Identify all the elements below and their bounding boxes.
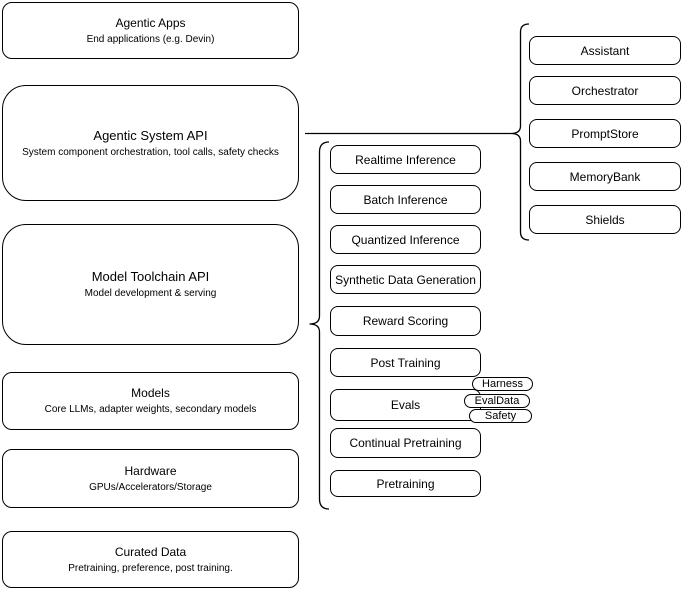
node-title: Model Toolchain API [91, 269, 210, 284]
node-agentic-system-api: Agentic System API System component orch… [2, 85, 299, 201]
node-memorybank: MemoryBank [529, 162, 681, 191]
node-subtitle: Pretraining, preference, post training. [68, 562, 233, 574]
node-realtime-inference: Realtime Inference [330, 145, 481, 174]
tag-evaldata: EvalData [464, 394, 530, 408]
node-model-toolchain-api: Model Toolchain API Model development & … [2, 224, 299, 345]
node-models: Models Core LLMs, adapter weights, secon… [2, 372, 299, 430]
toolchain-brace [309, 141, 330, 510]
node-subtitle: GPUs/Accelerators/Storage [89, 481, 212, 493]
node-synthetic-data-generation: Synthetic Data Generation [330, 265, 481, 294]
node-title: Curated Data [114, 544, 187, 559]
node-title: Hardware [124, 463, 177, 478]
node-subtitle: System component orchestration, tool cal… [22, 146, 279, 158]
node-agentic-apps: Agentic Apps End applications (e.g. Devi… [2, 2, 299, 59]
node-evals: Evals [330, 389, 481, 421]
node-subtitle: Model development & serving [84, 288, 217, 299]
node-reward-scoring: Reward Scoring [330, 306, 481, 336]
node-title: Agentic System API [93, 127, 208, 143]
node-hardware: Hardware GPUs/Accelerators/Storage [2, 449, 299, 508]
tag-harness: Harness [472, 377, 533, 391]
components-bracket [510, 23, 530, 241]
node-title: Agentic Apps [115, 15, 186, 30]
node-subtitle: End applications (e.g. Devin) [86, 33, 215, 45]
node-subtitle: Core LLMs, adapter weights, secondary mo… [44, 404, 257, 415]
node-batch-inference: Batch Inference [330, 185, 481, 214]
node-curated-data: Curated Data Pretraining, preference, po… [2, 531, 299, 588]
node-promptstore: PromptStore [529, 119, 681, 148]
node-shields: Shields [529, 205, 681, 234]
node-orchestrator: Orchestrator [529, 76, 681, 105]
node-continual-pretraining: Continual Pretraining [330, 428, 481, 458]
node-pretraining: Pretraining [330, 470, 481, 497]
tag-safety: Safety [469, 409, 532, 423]
node-quantized-inference: Quantized Inference [330, 225, 481, 254]
node-assistant: Assistant [529, 36, 681, 65]
node-title: Models [131, 386, 170, 400]
node-post-training: Post Training [330, 348, 481, 377]
